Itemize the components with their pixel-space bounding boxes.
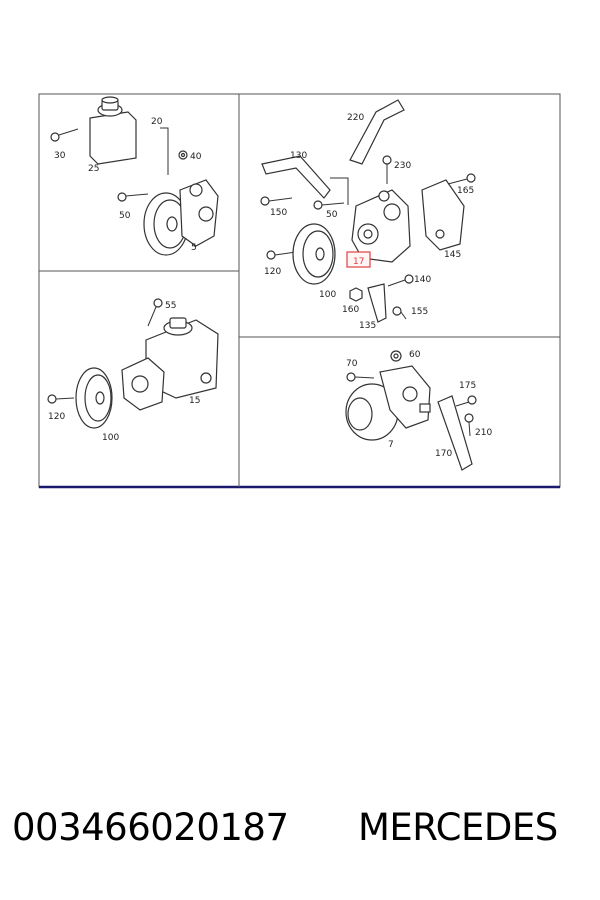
bolt-icon	[117, 192, 149, 202]
bolt-icon	[382, 155, 392, 184]
callout-140: 140	[414, 275, 431, 285]
bracket-icon	[349, 99, 405, 165]
bracket-icon	[421, 179, 465, 251]
leader-line	[330, 177, 349, 205]
reservoir-icon	[89, 96, 137, 165]
callout-40: 40	[190, 152, 202, 162]
bolt-icon	[392, 306, 407, 320]
nut-icon	[349, 287, 363, 302]
panel-top-right: 17 220 130 230 165 150 50 145 120 100 14…	[260, 99, 476, 331]
callout-25: 25	[88, 164, 99, 174]
callout-155: 155	[411, 307, 428, 317]
bolt-icon	[147, 298, 163, 327]
highlight-box	[346, 251, 371, 268]
panel-top-left: 30 25 20 40 50 5	[50, 96, 219, 256]
callout-55: 55	[165, 301, 176, 311]
bracket-icon	[437, 395, 473, 471]
callout-145: 145	[444, 250, 461, 260]
bolt-icon	[47, 394, 75, 404]
pump-with-reservoir-icon	[121, 317, 219, 411]
callout-135: 135	[359, 321, 376, 331]
bolt-icon	[447, 173, 476, 185]
bolt-icon	[260, 196, 293, 206]
pump-pulley-icon	[143, 179, 219, 256]
callout-60: 60	[409, 350, 421, 360]
electric-pump-icon	[345, 365, 431, 441]
callout-50: 50	[119, 211, 131, 221]
bolt-icon	[455, 395, 477, 407]
callout-220: 220	[347, 113, 364, 123]
power-steering-pump-icon	[351, 189, 411, 263]
callout-17: 17	[353, 257, 364, 267]
callout-230: 230	[394, 161, 411, 171]
bolt-icon	[387, 274, 414, 287]
bolt-icon	[50, 128, 79, 142]
pulley-icon	[292, 223, 336, 285]
callout-7: 7	[388, 440, 394, 450]
pulley-icon	[75, 367, 113, 429]
callout-5: 5	[191, 243, 197, 253]
parts-diagram: 30 25 20 40 50 5	[38, 93, 561, 489]
bolt-icon	[313, 200, 345, 210]
callout-170: 170	[435, 449, 452, 459]
callout-100: 100	[319, 290, 336, 300]
bolt-icon	[346, 372, 375, 382]
callout-15: 15	[189, 396, 200, 406]
callout-70: 70	[346, 359, 358, 369]
bolt-icon	[464, 413, 474, 437]
callout-120: 120	[48, 412, 65, 422]
banjo-fitting-icon	[390, 350, 402, 362]
brand-name: MERCEDES	[358, 806, 558, 849]
callout-150: 150	[270, 208, 287, 218]
callout-50: 50	[326, 210, 338, 220]
callout-175: 175	[459, 381, 476, 391]
bracket-icon	[367, 283, 387, 323]
callout-20: 20	[151, 117, 163, 127]
callout-165: 165	[457, 186, 474, 196]
bracket-icon	[261, 155, 331, 199]
callout-130: 130	[290, 151, 307, 161]
callout-100: 100	[102, 433, 119, 443]
panel-bottom-right: 70 60 175 210 7 170	[345, 350, 492, 471]
panel-bottom-left: 55 120 100 15	[47, 298, 219, 443]
callout-30: 30	[54, 151, 66, 161]
part-number: 003466020187	[12, 806, 289, 849]
callout-120: 120	[264, 267, 281, 277]
leader-line	[160, 127, 169, 175]
callout-160: 160	[342, 305, 359, 315]
washer-icon	[178, 150, 188, 160]
callout-210: 210	[475, 428, 492, 438]
